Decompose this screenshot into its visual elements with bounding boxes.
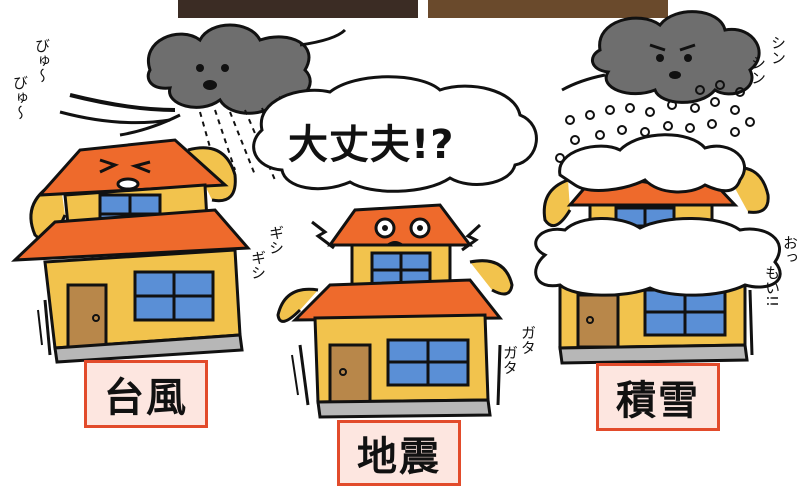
snow-pile-lower xyxy=(534,217,782,297)
earthquake-house xyxy=(276,203,514,419)
storm-cloud-left xyxy=(146,23,347,115)
label-snow: 積雪 xyxy=(596,363,720,431)
sfx-rattle-2: ガタ xyxy=(501,345,519,375)
label-typhoon: 台風 xyxy=(84,360,208,428)
speech-bubble xyxy=(252,75,538,193)
snow-house xyxy=(534,10,782,365)
bubble-text: 大丈夫!? xyxy=(288,122,455,168)
typhoon-house xyxy=(11,23,347,364)
sfx-snow-1: シン xyxy=(769,35,787,65)
photo-strip-left xyxy=(178,0,418,18)
sfx-rattle-1: ガタ xyxy=(519,325,537,355)
sfx-wind-2: びゅ〜 xyxy=(11,75,29,120)
sfx-snow-2: シン xyxy=(749,55,767,85)
sfx-heavy-1: おっ xyxy=(781,235,799,265)
photo-strip-right xyxy=(428,0,668,18)
snow-cloud xyxy=(561,10,761,104)
sfx-wind-1: びゅ〜 xyxy=(33,38,51,83)
label-earthquake: 地震 xyxy=(337,420,461,486)
snow-pile-top xyxy=(558,133,747,194)
sfx-creak-1: ギシ xyxy=(267,225,285,255)
sfx-creak-2: ギシ xyxy=(249,250,267,280)
sfx-heavy-2: もい!! xyxy=(763,265,781,308)
